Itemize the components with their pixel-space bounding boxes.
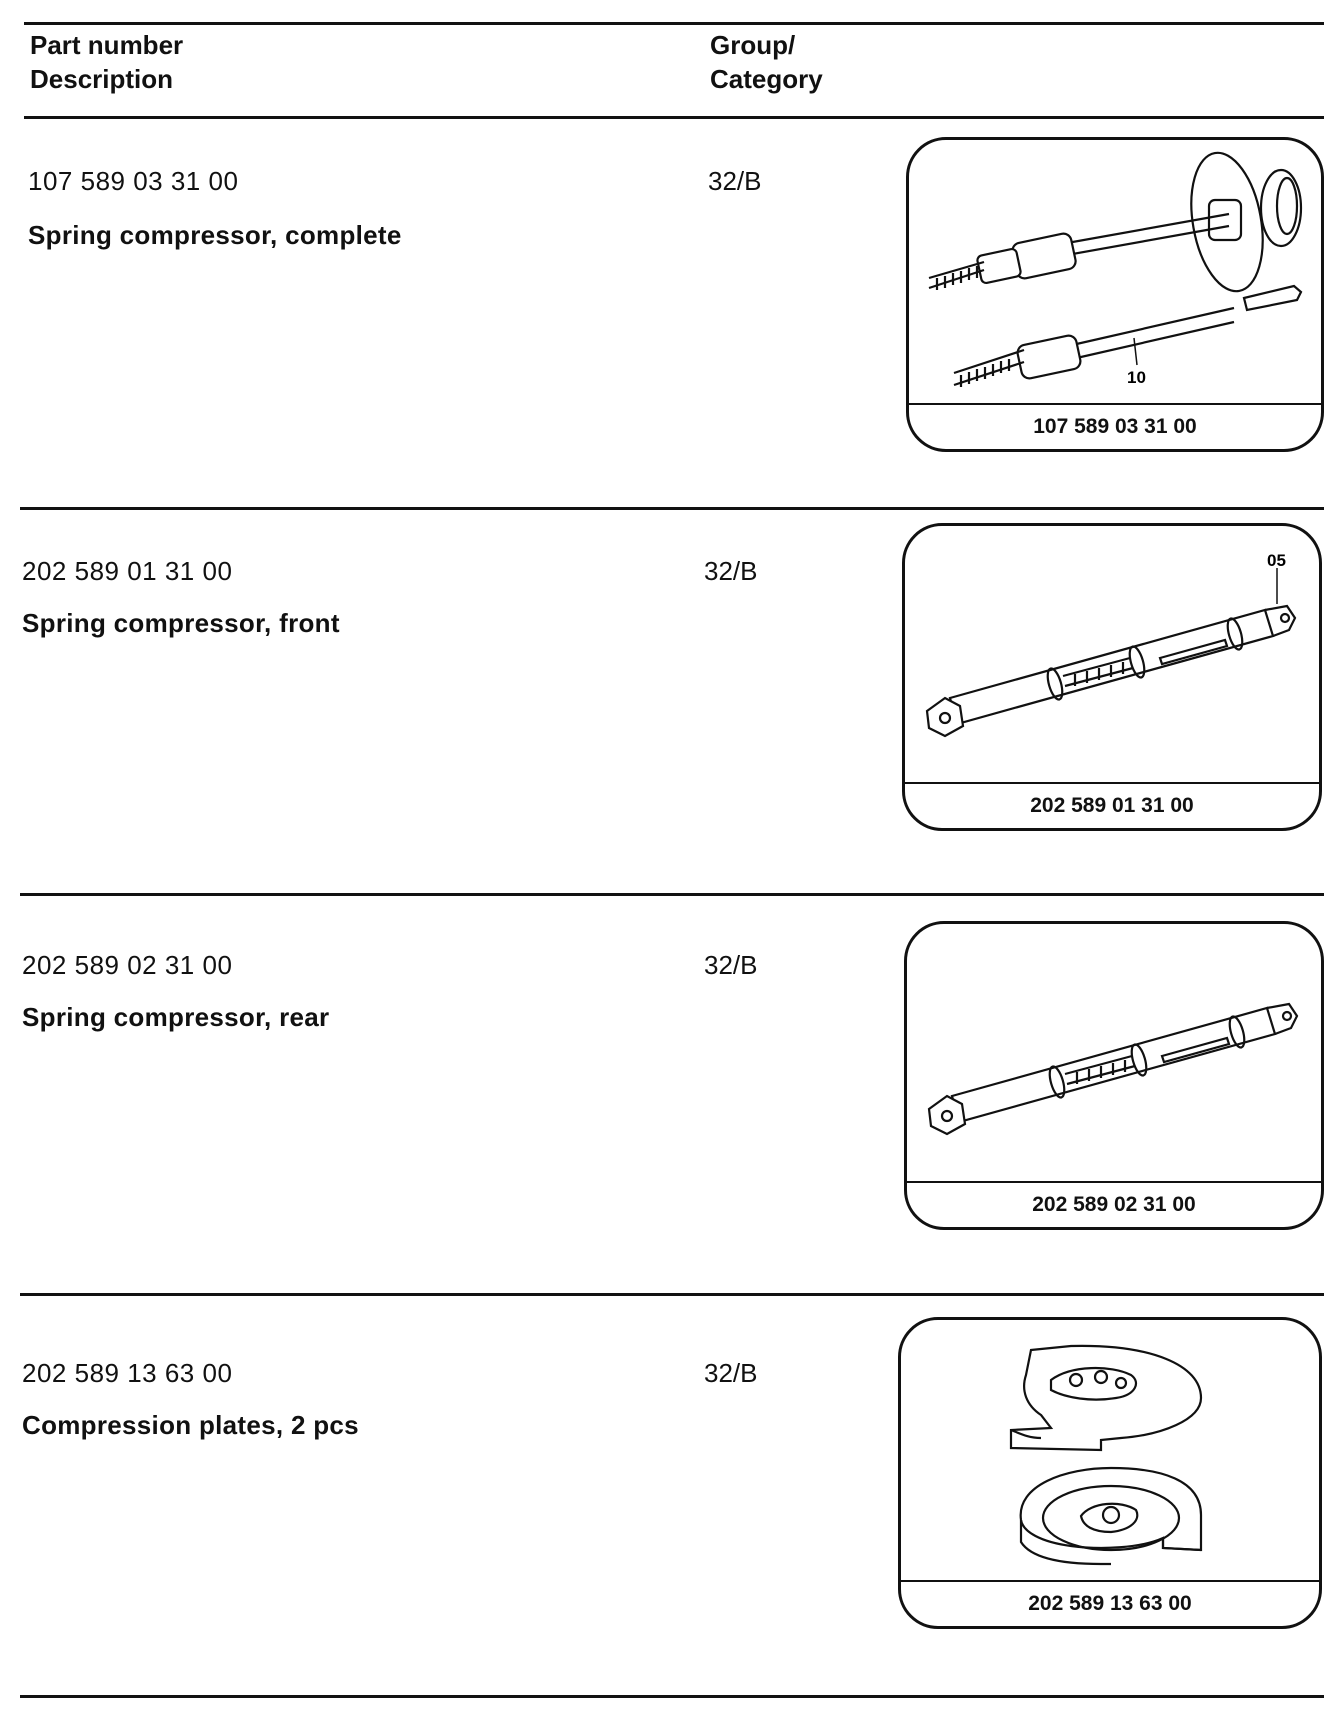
top-rule — [24, 22, 1324, 25]
part-number: 202 589 01 31 00 — [22, 556, 233, 586]
spring-compressor-front-illustration: 05 — [925, 551, 1297, 738]
figure-spring-compressor-complete: 10 107 589 03 31 00 — [906, 137, 1324, 452]
part-description: Spring compressor, complete — [28, 220, 402, 250]
compression-plates-illustration — [1009, 1344, 1203, 1566]
figure-compression-plates: 202 589 13 63 00 — [898, 1317, 1322, 1629]
part-description: Spring compressor, front — [22, 608, 340, 638]
bottom-rule — [20, 1695, 1324, 1698]
header-part-number-description: Part number Description — [30, 28, 183, 96]
figure-caption: 202 589 13 63 00 — [901, 1580, 1319, 1626]
part-description: Compression plates, 2 pcs — [22, 1410, 359, 1440]
part-category: 32/B — [704, 556, 758, 586]
part-category: 32/B — [704, 1358, 758, 1388]
part-number: 107 589 03 31 00 — [28, 166, 239, 196]
header-description: Description — [30, 64, 174, 94]
figure-caption: 202 589 01 31 00 — [905, 782, 1319, 828]
figure-spring-compressor-rear: 202 589 02 31 00 — [904, 921, 1324, 1230]
header-rule — [24, 116, 1324, 119]
part-category: 32/B — [708, 166, 762, 196]
part-description: Spring compressor, rear — [22, 1002, 330, 1032]
spring-compressor-rear-illustration — [927, 1002, 1299, 1136]
spring-compressor-complete-illustration: 10 — [928, 151, 1303, 387]
figure-spring-compressor-front: 05 202 589 01 31 00 — [902, 523, 1322, 831]
entry-divider — [20, 893, 1324, 896]
header-group-category: Group/ Category — [710, 28, 823, 96]
figure-caption: 107 589 03 31 00 — [909, 403, 1321, 449]
part-category: 32/B — [704, 950, 758, 980]
part-number: 202 589 02 31 00 — [22, 950, 233, 980]
entry-divider — [20, 507, 1324, 510]
callout-label: 10 — [1127, 368, 1146, 387]
header-part-number: Part number — [30, 30, 184, 60]
callout-label: 05 — [1267, 551, 1286, 570]
header-group: Group/ — [710, 30, 796, 60]
entry-divider — [20, 1293, 1324, 1296]
part-number: 202 589 13 63 00 — [22, 1358, 233, 1388]
figure-caption: 202 589 02 31 00 — [907, 1181, 1321, 1227]
header-category: Category — [710, 64, 823, 94]
